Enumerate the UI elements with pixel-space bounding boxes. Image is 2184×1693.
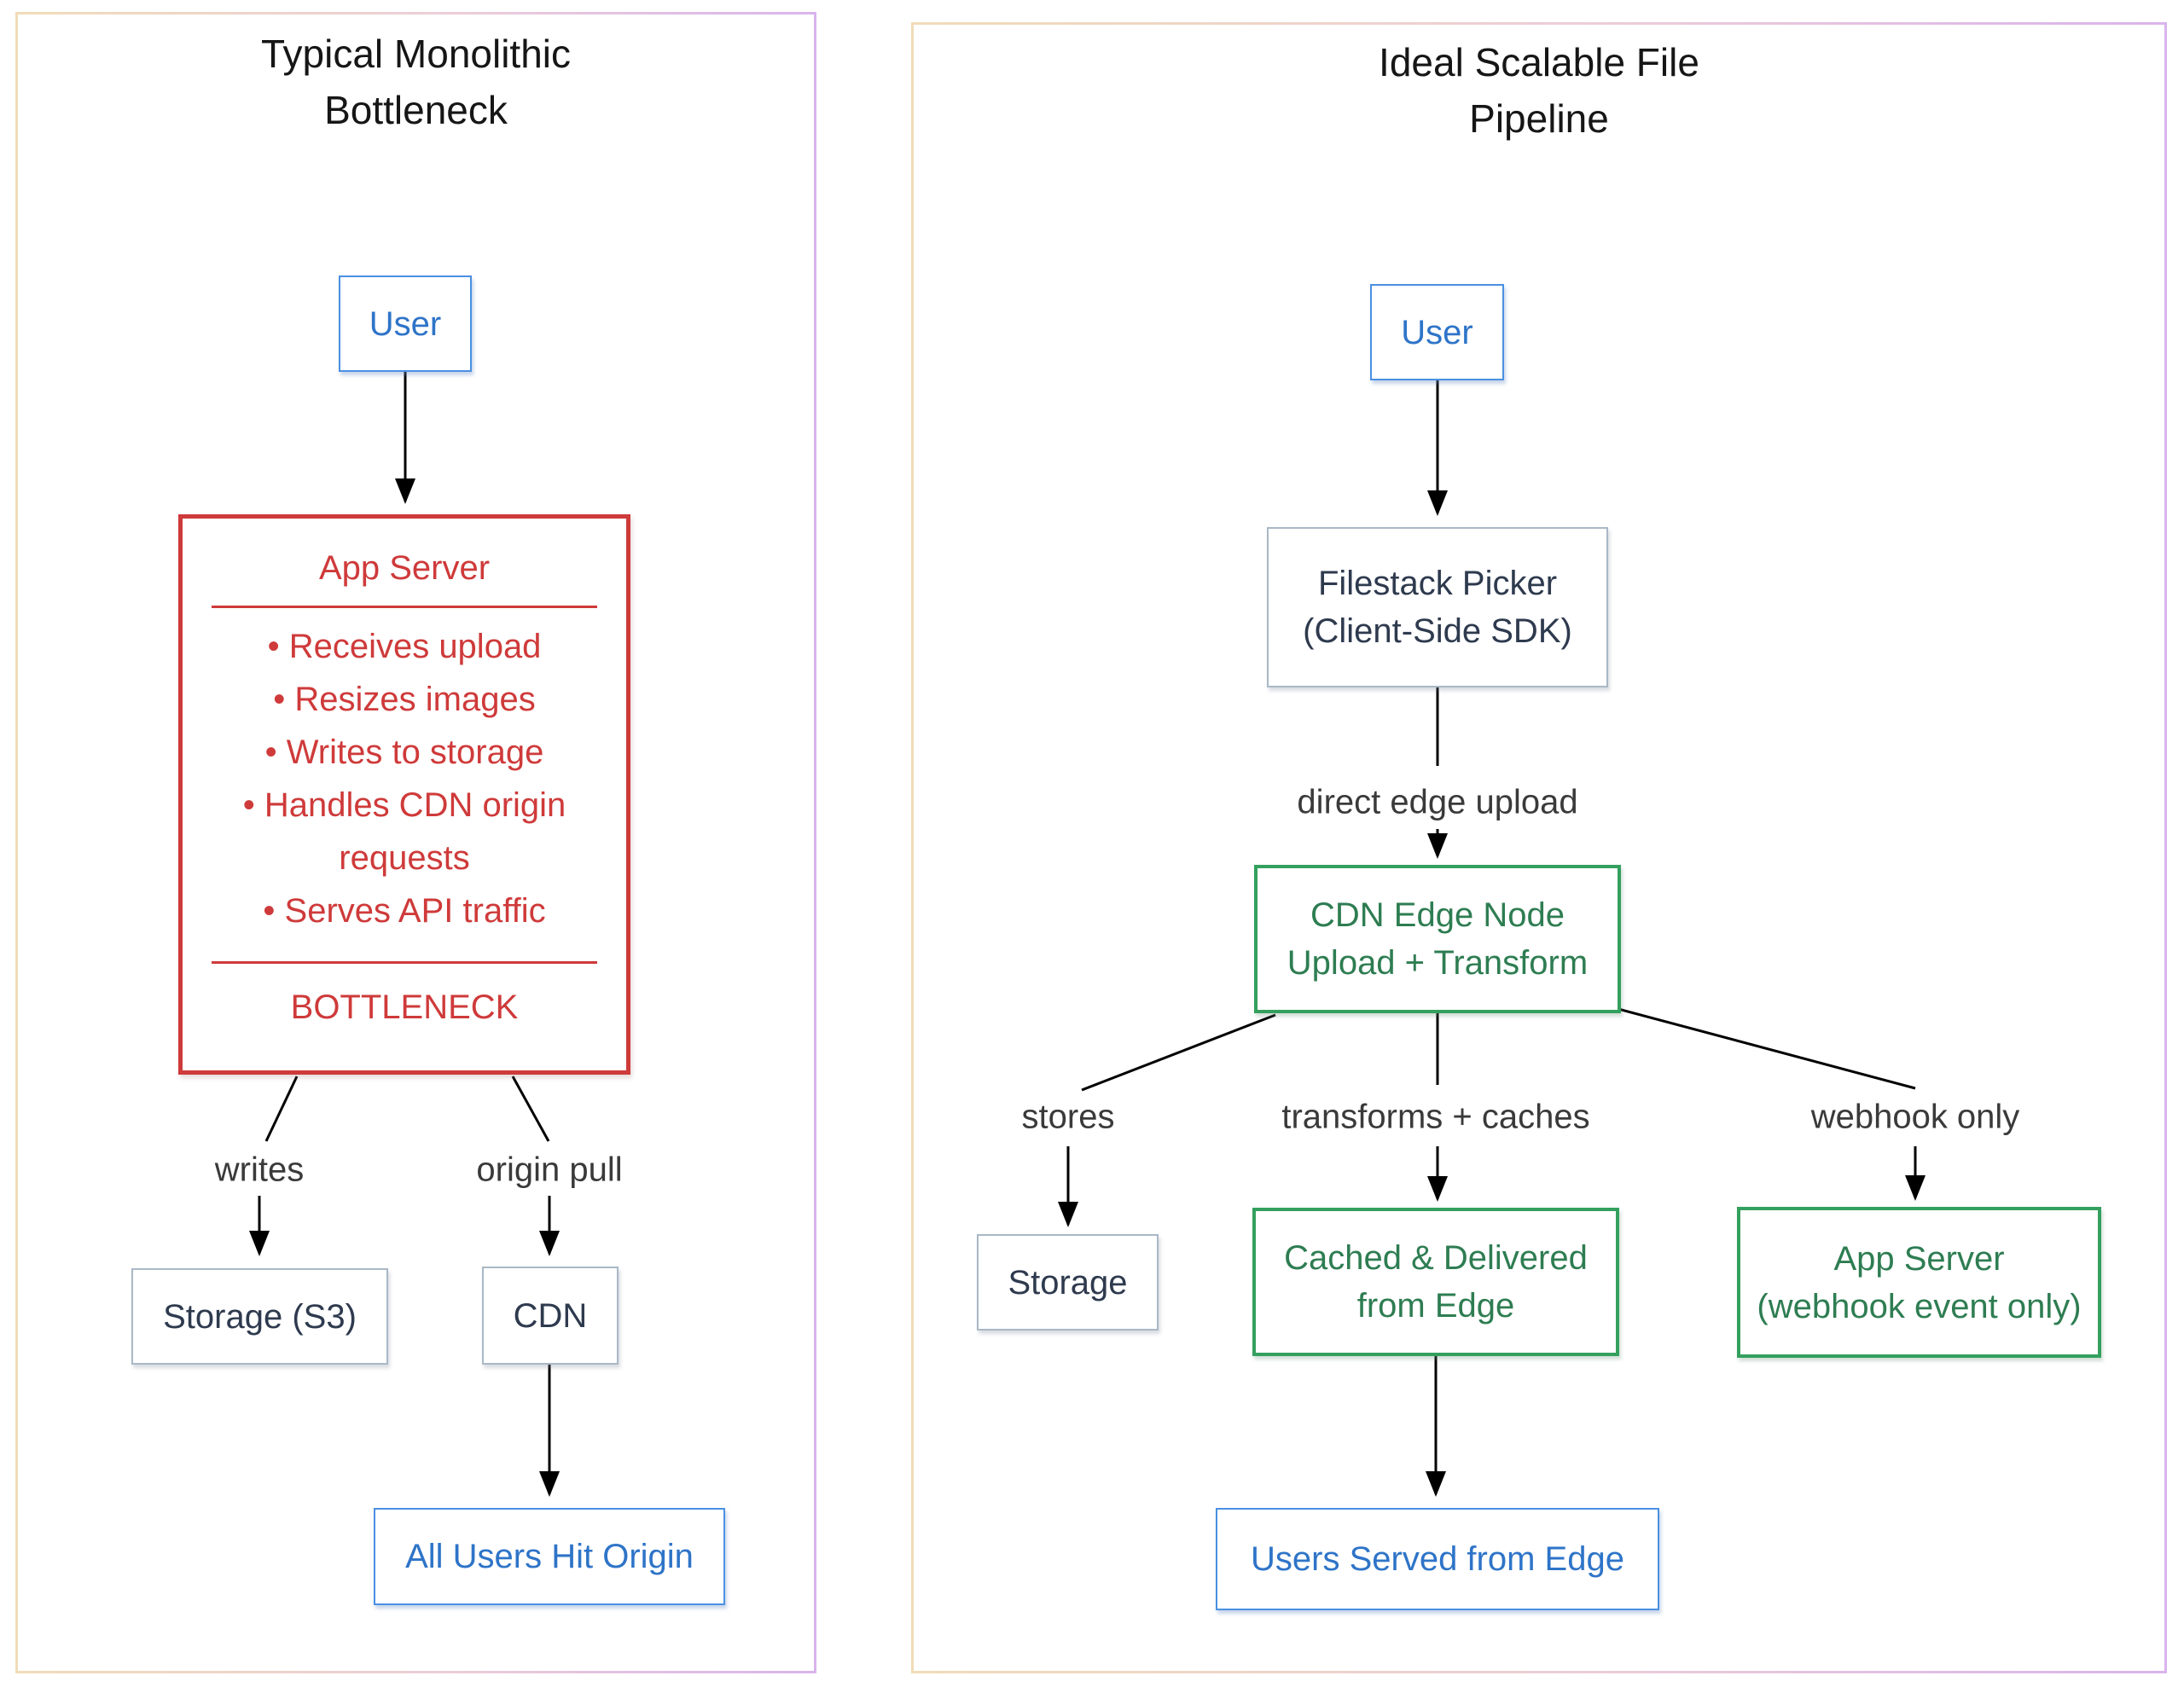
node-label-line: CDN Edge Node <box>1310 896 1565 934</box>
node-cdn: CDN <box>482 1267 619 1365</box>
node-cached-delivered-from-edge: Cached & Delivered from Edge <box>1252 1208 1619 1356</box>
node-users-served-from-edge: Users Served from Edge <box>1216 1508 1659 1610</box>
app-server-footer: BOTTLENECK <box>290 989 519 1026</box>
title-line: Typical Monolithic <box>260 32 572 76</box>
node-storage-s3: Storage (S3) <box>131 1268 388 1365</box>
node-label-line: App Server <box>1833 1239 2005 1278</box>
node-app-server-webhook: App Server (webhook event only) <box>1737 1207 2101 1358</box>
app-server-title: App Server <box>318 549 491 587</box>
node-label-line: (Client-Side SDK) <box>1303 612 1572 650</box>
node-filestack-picker: Filestack Picker (Client-Side SDK) <box>1267 527 1608 687</box>
panel-background <box>914 25 2164 1671</box>
app-server-bullet: Writes to storage <box>198 726 611 779</box>
node-label: All Users Hit Origin <box>405 1538 694 1575</box>
node-label-line: Upload + Transform <box>1287 944 1589 982</box>
title-line: Pipeline <box>1469 96 1609 141</box>
app-server-bullet: Handles CDN origin requests <box>198 779 611 884</box>
edge-label-writes: writes <box>214 1151 305 1189</box>
app-server-bullet: Serves API traffic <box>198 884 611 937</box>
edge-label-webhook-only: webhook only <box>1810 1098 2020 1136</box>
node-app-server-bottleneck: App Server Receives upload Resizes image… <box>178 514 630 1075</box>
title-line: Ideal Scalable File <box>1379 40 1699 84</box>
node-label: Users Served from Edge <box>1251 1540 1624 1578</box>
edge-label-transforms-caches: transforms + caches <box>1281 1098 1590 1136</box>
node-label-line: Filestack Picker <box>1317 565 1558 602</box>
node-label: User <box>1401 313 1473 351</box>
node-user-left: User <box>339 275 472 372</box>
title-line: Bottleneck <box>324 88 508 132</box>
node-label-line: Cached & Delivered <box>1284 1239 1588 1277</box>
node-label: CDN <box>513 1296 588 1335</box>
edge-label-origin-pull: origin pull <box>476 1151 623 1189</box>
divider <box>212 961 597 964</box>
node-label-line: from Edge <box>1356 1287 1515 1325</box>
edge-label-direct-edge-upload: direct edge upload <box>1297 783 1578 821</box>
edge-label-stores: stores <box>1021 1098 1115 1136</box>
node-all-users-hit-origin: All Users Hit Origin <box>374 1508 725 1605</box>
app-server-bullet: Resizes images <box>198 673 611 726</box>
app-server-bullet: Receives upload <box>198 620 611 673</box>
left-panel-title: Typical Monolithic Bottleneck <box>15 26 816 138</box>
node-label: Storage <box>1008 1263 1128 1302</box>
right-panel-title: Ideal Scalable File Pipeline <box>911 34 2167 147</box>
node-label: User <box>369 304 442 343</box>
node-cdn-edge-node: CDN Edge Node Upload + Transform <box>1254 865 1621 1013</box>
node-label: Storage (S3) <box>163 1297 357 1336</box>
app-server-bullet-list: Receives upload Resizes images Writes to… <box>198 620 611 937</box>
node-storage-right: Storage <box>977 1234 1159 1331</box>
panel-scalable <box>911 22 2167 1673</box>
divider <box>212 606 597 608</box>
node-user-right: User <box>1370 284 1504 380</box>
node-label-line: (webhook event only) <box>1757 1287 2082 1325</box>
